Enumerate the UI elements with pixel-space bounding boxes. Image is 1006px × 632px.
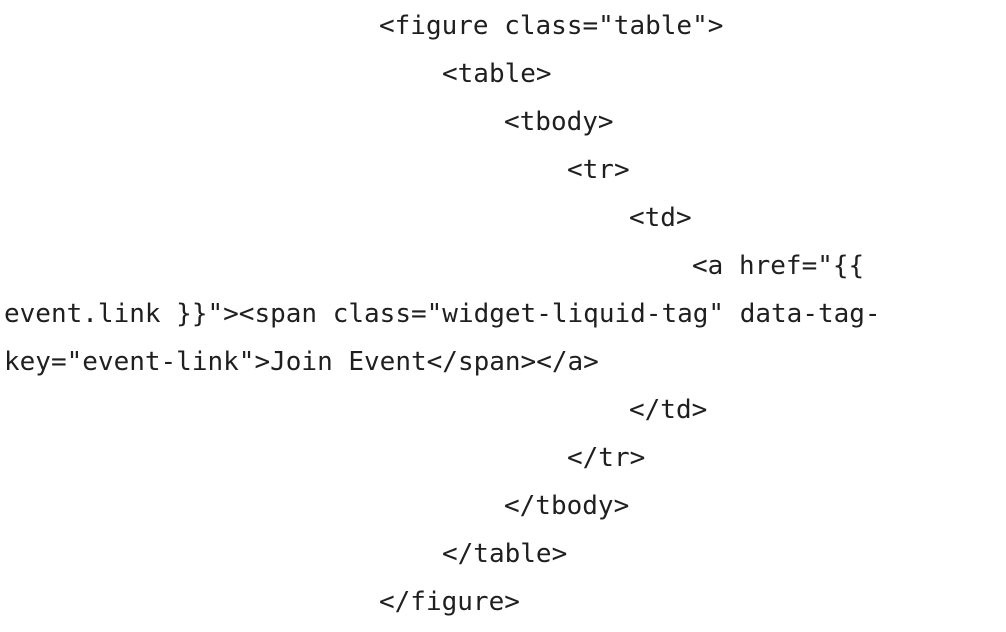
code-line-table-close: </table>	[442, 539, 568, 569]
code-line-td-close: </td>	[629, 395, 708, 425]
code-line-td-open: <td>	[629, 203, 692, 233]
code-line-anchor-close: key="event-link">Join Event</span></a>	[4, 347, 599, 377]
code-line-tr-open: <tr>	[567, 155, 630, 185]
code-line-tbody-open: <tbody>	[504, 107, 614, 137]
code-line-anchor-continued: event.link }}"><span class="widget-liqui…	[4, 299, 881, 329]
code-line-tbody-close: </tbody>	[504, 491, 630, 521]
code-line-tr-close: </tr>	[567, 443, 646, 473]
code-line-anchor-open: <a href="{{	[692, 251, 865, 281]
code-line-table-open: <table>	[442, 59, 552, 89]
code-line-figure-open: <figure class="table">	[379, 11, 724, 41]
code-line-figure-close: </figure>	[379, 587, 520, 617]
